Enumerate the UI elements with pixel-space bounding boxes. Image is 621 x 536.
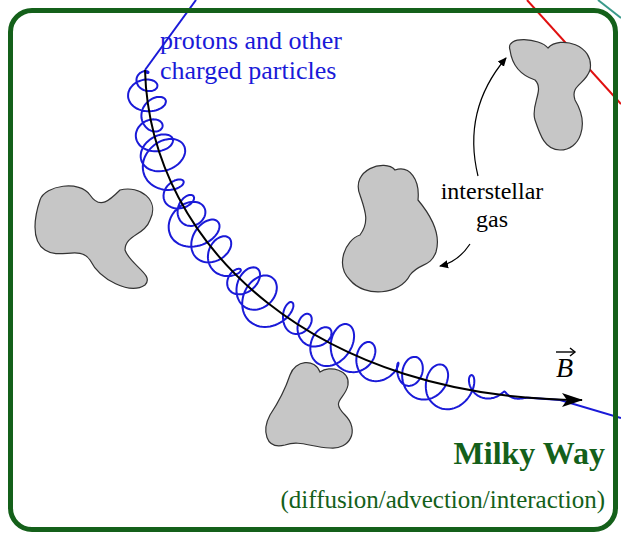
particle-label-holder: protons and other charged particles: [160, 26, 422, 86]
field-symbol: B: [556, 352, 586, 384]
gas-label: interstellar gas: [428, 178, 556, 233]
region-box: Milky Way (diffusion/advection/interactio…: [8, 8, 618, 532]
field-symbol-holder: B: [556, 352, 586, 384]
region-subtitle: (diffusion/advection/interaction): [281, 486, 605, 515]
particle-track: [128, 70, 560, 409]
region-title: Milky Way: [454, 435, 605, 472]
particle-label: protons and other charged particles: [160, 26, 422, 86]
gas-label-holder: interstellar gas: [428, 178, 556, 233]
leader-arrow: [440, 244, 470, 266]
field-line: [145, 70, 582, 400]
gas-clouds: [35, 40, 590, 449]
particle-track: [560, 400, 621, 418]
leader-arrow: [474, 58, 506, 176]
